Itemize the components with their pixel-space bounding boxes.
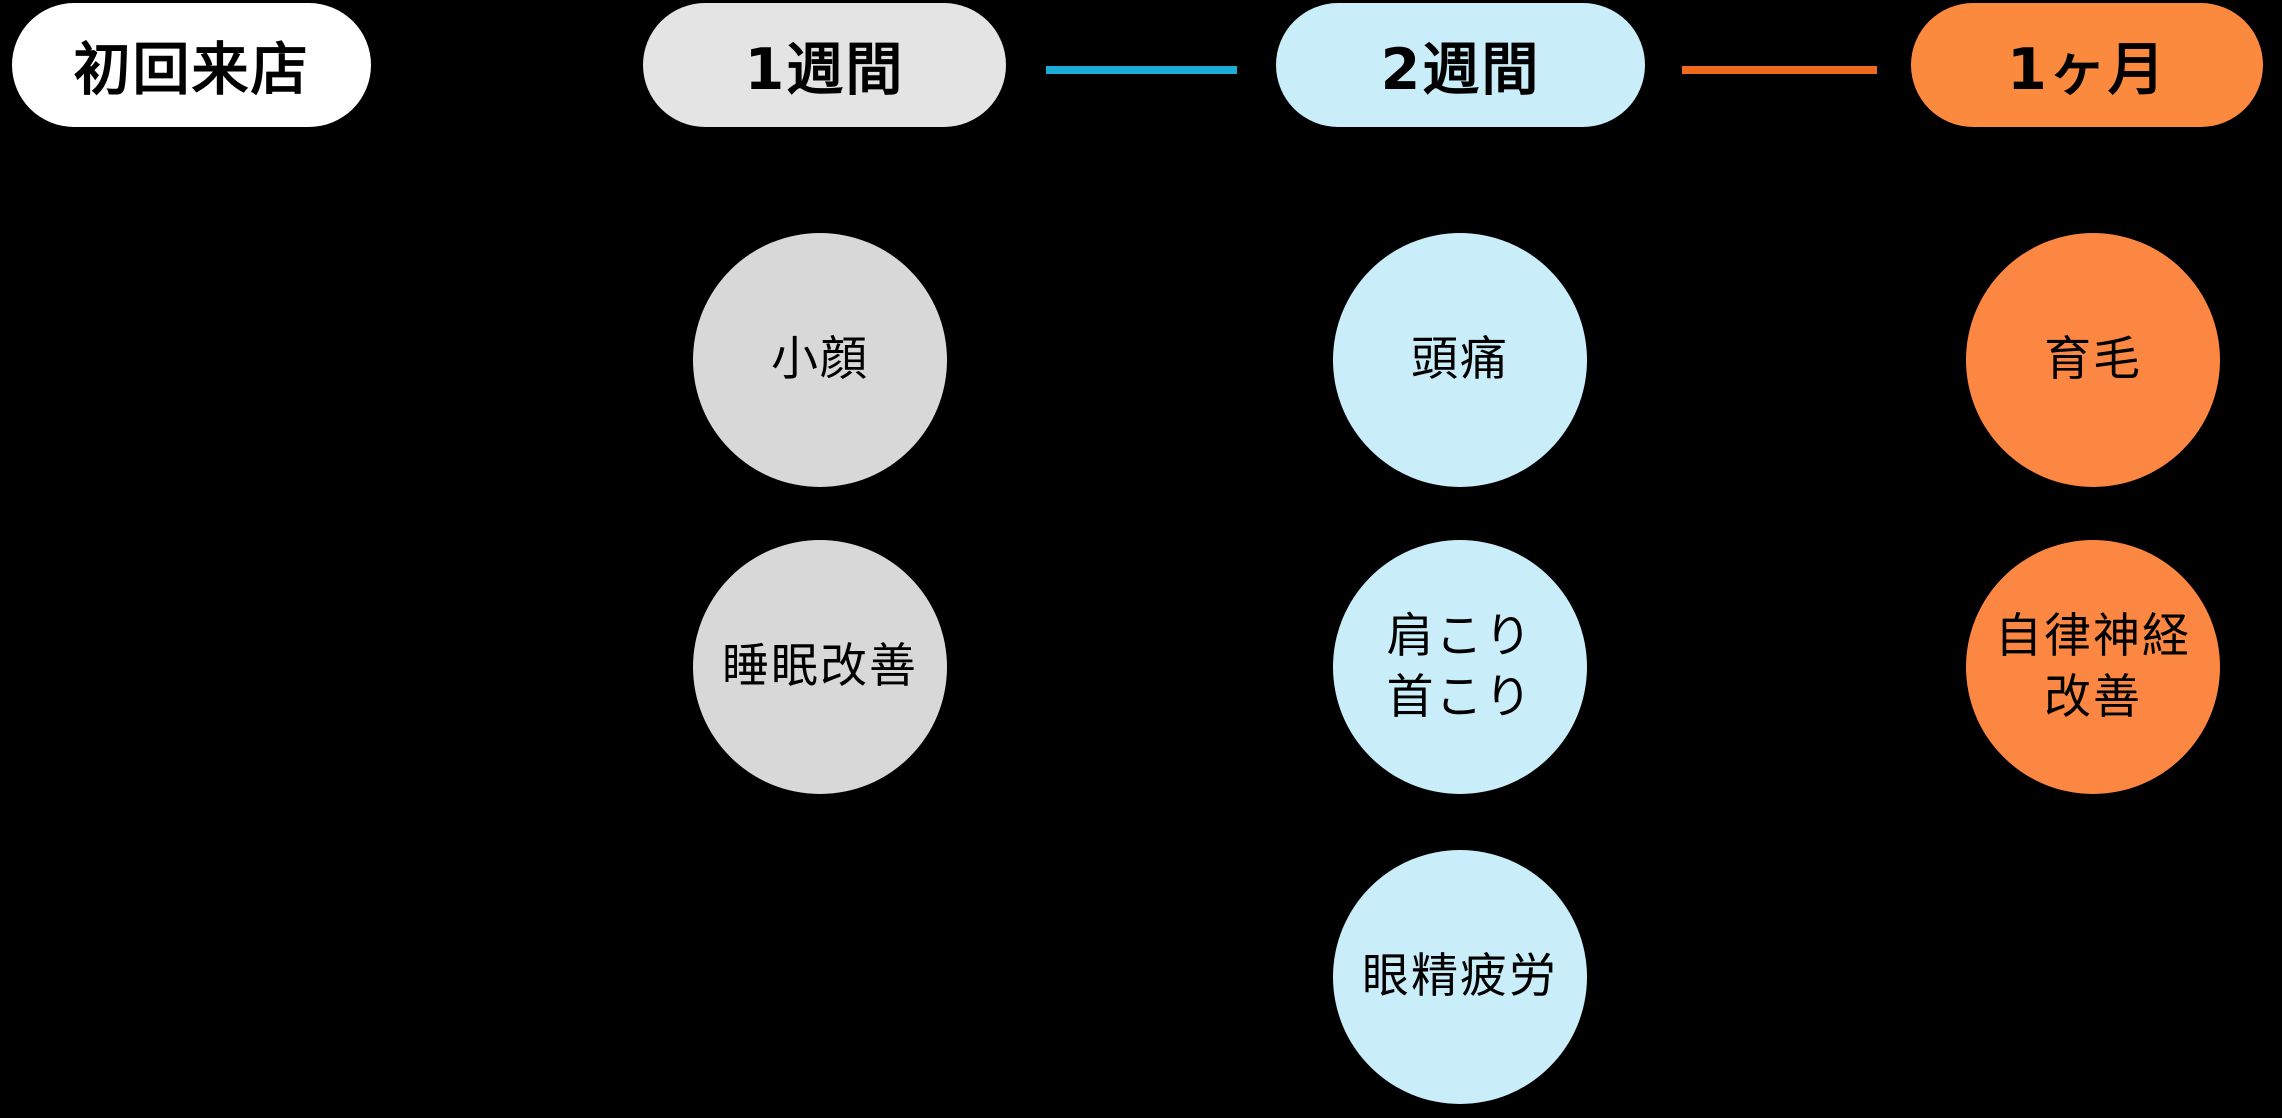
effect-circle-face-slimming: 小顔 (693, 233, 947, 487)
pill-2-weeks: 2週間 (1276, 3, 1645, 127)
pill-first-visit: 初回来店 (12, 3, 371, 127)
effect-circle-face-slimming-label: 小顔 (771, 332, 869, 388)
connector-week1-to-week2 (1046, 66, 1237, 74)
effect-circle-shoulder-neck-stiffness-label: 肩こり 首こり (1386, 608, 1534, 725)
pill-2-weeks-label: 2週間 (1380, 37, 1541, 103)
effect-circle-eye-strain-label: 眼精疲労 (1362, 949, 1558, 1005)
effect-circle-eye-strain: 眼精疲労 (1333, 850, 1587, 1104)
effect-circle-autonomic-nerve-improvement-label: 自律神経 改善 (1995, 608, 2191, 725)
effect-circle-hair-growth: 育毛 (1966, 233, 2220, 487)
pill-1-month: 1ヶ月 (1911, 3, 2263, 127)
effect-circle-headache: 頭痛 (1333, 233, 1587, 487)
effect-circle-shoulder-neck-stiffness: 肩こり 首こり (1333, 540, 1587, 794)
effect-circle-sleep-improvement-label: 睡眠改善 (722, 639, 918, 695)
pill-1-week: 1週間 (643, 3, 1006, 127)
effect-circle-hair-growth-label: 育毛 (2044, 332, 2142, 388)
pill-1-week-label: 1週間 (744, 37, 905, 103)
effect-circle-autonomic-nerve-improvement: 自律神経 改善 (1966, 540, 2220, 794)
connector-week2-to-month1 (1682, 66, 1877, 74)
effect-circle-sleep-improvement: 睡眠改善 (693, 540, 947, 794)
pill-1-month-label: 1ヶ月 (2007, 37, 2167, 103)
pill-first-visit-label: 初回来店 (73, 37, 310, 103)
effect-circle-headache-label: 頭痛 (1411, 332, 1509, 388)
